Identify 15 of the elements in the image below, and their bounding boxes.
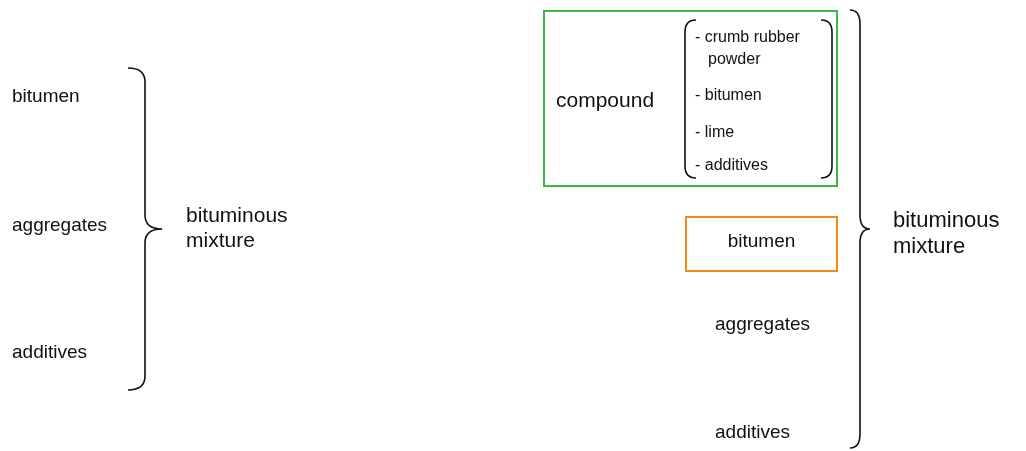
box-label: compound (556, 88, 655, 112)
list-item: - crumb rubber powder (695, 27, 801, 69)
list-item: - bitumen (695, 85, 763, 105)
component-label: aggregates (12, 214, 108, 237)
compound-box (543, 10, 838, 187)
component-label: aggregates (715, 313, 811, 336)
box-label: bitumen (726, 230, 797, 252)
list-item: - lime (695, 122, 736, 142)
component-label: additives (12, 341, 87, 364)
component-label: bitumen (12, 85, 80, 108)
list-item: - additives (695, 155, 769, 175)
result-label: bituminous mixture (893, 207, 1001, 260)
component-label: additives (715, 421, 790, 444)
result-label: bituminous mixture (186, 202, 289, 253)
ingredient-box (685, 216, 838, 272)
